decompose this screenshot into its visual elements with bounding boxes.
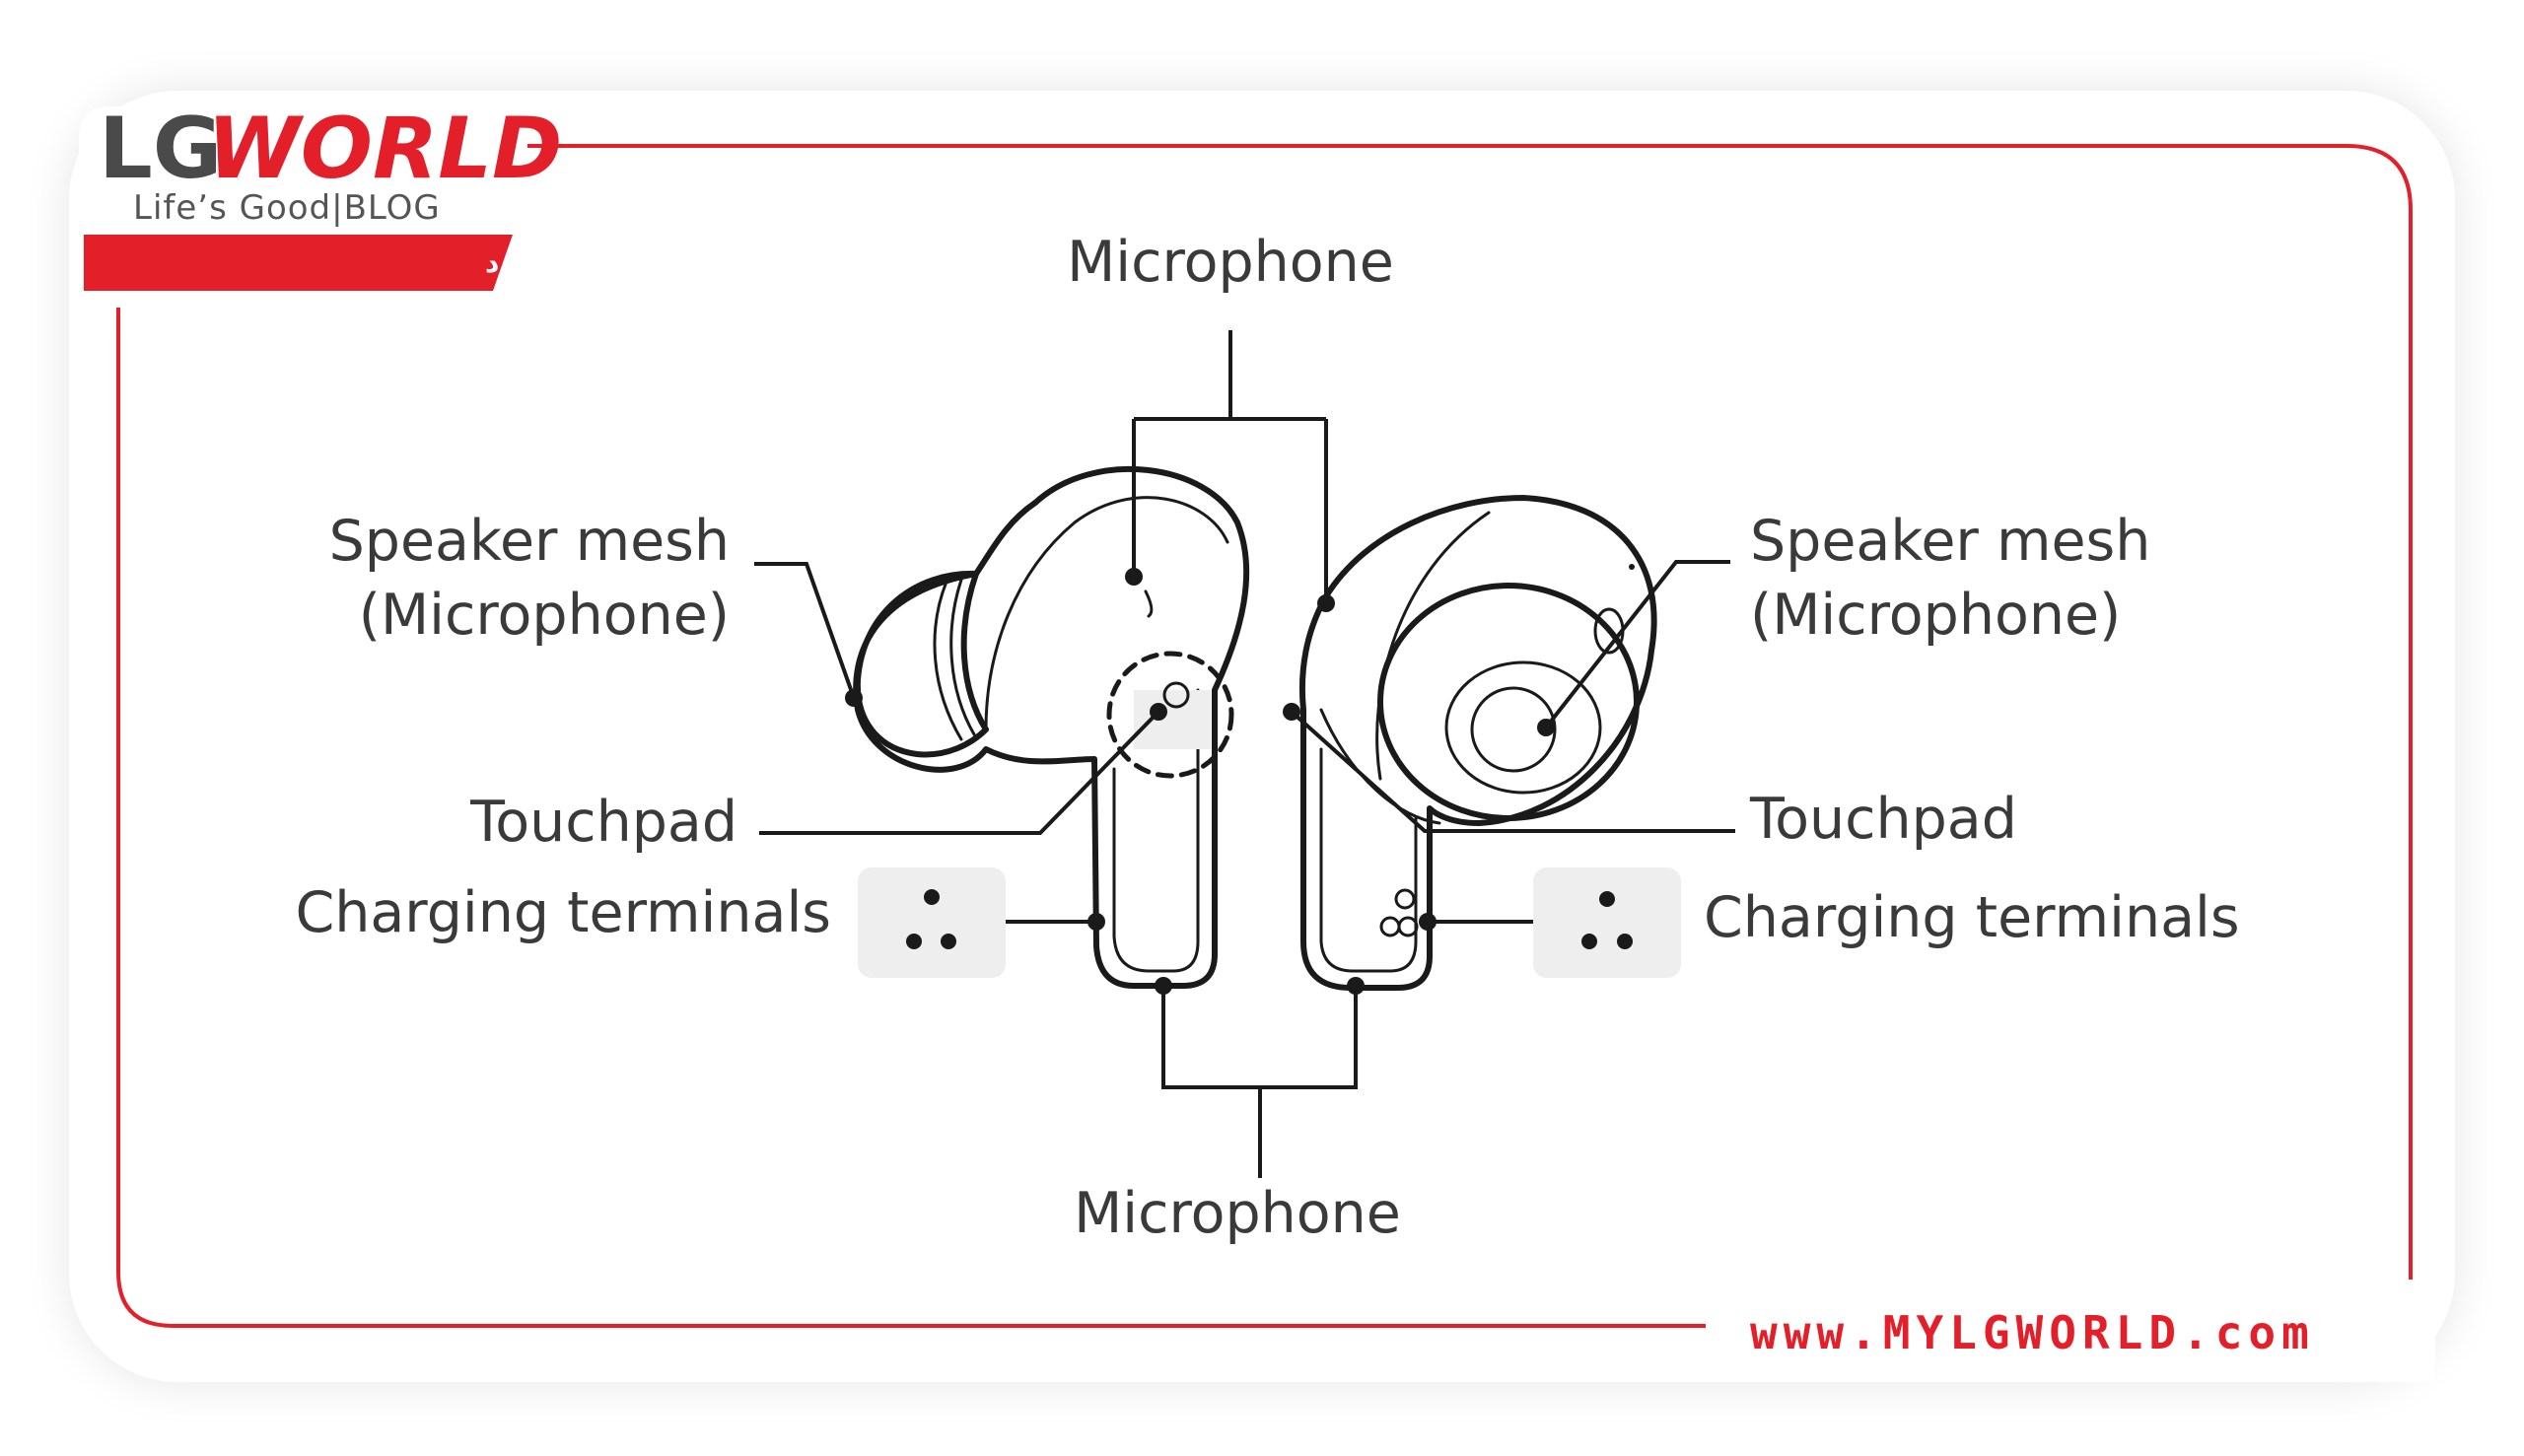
top-mic-bracket [1132, 330, 1328, 603]
left-top-mic-dot [1125, 568, 1143, 586]
right-eartip-outer [1377, 583, 1640, 821]
persian-banner-text: مجله خبری مجموعه الجی ورد [485, 246, 885, 279]
right-eartip-ring [1444, 660, 1602, 795]
logo-tagline: Life’s Good|BLOG [133, 188, 441, 228]
right-charging-pad-2 [1379, 916, 1401, 937]
left-stem-contour [1112, 688, 1200, 973]
right-body-contour [1375, 511, 1491, 781]
right-touchpad-dot [1283, 703, 1300, 721]
label-mic-top: Microphone [1067, 230, 1394, 295]
right-charging-pad-1 [1394, 888, 1416, 910]
left-eartip-inner [933, 580, 963, 741]
red-frame-bottom [116, 308, 1716, 1328]
label-right-speaker-line2: (Microphone) [1750, 583, 2121, 648]
right-charging-swatch [1533, 867, 1681, 978]
callout-dots [845, 568, 1555, 995]
left-touchpad-dot [1150, 703, 1167, 721]
logo-lg-text: LG [99, 100, 222, 198]
red-frame [527, 144, 2413, 1280]
label-left-charging: Charging terminals [295, 880, 831, 945]
label-mic-bottom: Microphone [1074, 1181, 1401, 1246]
left-body-contour [984, 496, 1229, 731]
right-speaker-mesh [1470, 686, 1557, 773]
left-earbud-body [853, 465, 1250, 989]
callout-lines [754, 330, 1735, 1178]
left-eartip [854, 570, 989, 758]
left-sensor-ring [1162, 681, 1190, 709]
left-eartip-inner-2 [949, 578, 976, 736]
left-speaker-dot [845, 689, 863, 707]
left-speaker-leader [754, 562, 856, 699]
lg-world-logo: LG WORLD Life’s Good|BLOG مجله خبری مجمو… [79, 100, 885, 304]
label-right-charging: Charging terminals [1704, 885, 2240, 950]
left-top-mic-slot [1144, 589, 1154, 618]
label-right-speaker-line1: Speaker mesh [1750, 509, 2150, 574]
website-tab [1706, 1282, 2435, 1382]
right-small-dot [1629, 564, 1635, 570]
label-left-touchpad: Touchpad [469, 790, 737, 855]
left-touchpad-fill [1134, 690, 1211, 749]
right-speaker-leader [1544, 560, 1730, 729]
left-touchpad-leader [759, 710, 1160, 835]
right-speaker-dot [1537, 719, 1555, 736]
left-charging-dot [1087, 913, 1105, 931]
label-left-speaker-line1: Speaker mesh [329, 509, 730, 574]
right-touchpad-leader [1290, 710, 1735, 833]
label-left-speaker-line2: (Microphone) [359, 583, 730, 648]
right-charging-dot [1419, 913, 1437, 931]
left-charging-swatch [858, 867, 1006, 978]
bottom-mic-bracket [1161, 986, 1358, 1178]
right-bottom-mic-dot [1347, 977, 1365, 995]
left-touchpad-outline [1106, 651, 1234, 779]
left-earbud [853, 465, 1250, 989]
right-stem-contour [1319, 747, 1418, 973]
right-earbud [1298, 495, 1657, 991]
website-footer: www.MYLGWORLD.com [1706, 1282, 2435, 1382]
website-text: www.MYLGWORLD.com [1750, 1306, 2315, 1359]
persian-banner-shape [84, 235, 513, 291]
label-right-touchpad: Touchpad [1749, 787, 2017, 852]
logo-world-text: WORLD [207, 100, 562, 198]
right-top-mic-dot [1317, 594, 1335, 612]
left-bottom-mic-dot [1155, 977, 1172, 995]
right-charging-pad-3 [1397, 916, 1419, 937]
